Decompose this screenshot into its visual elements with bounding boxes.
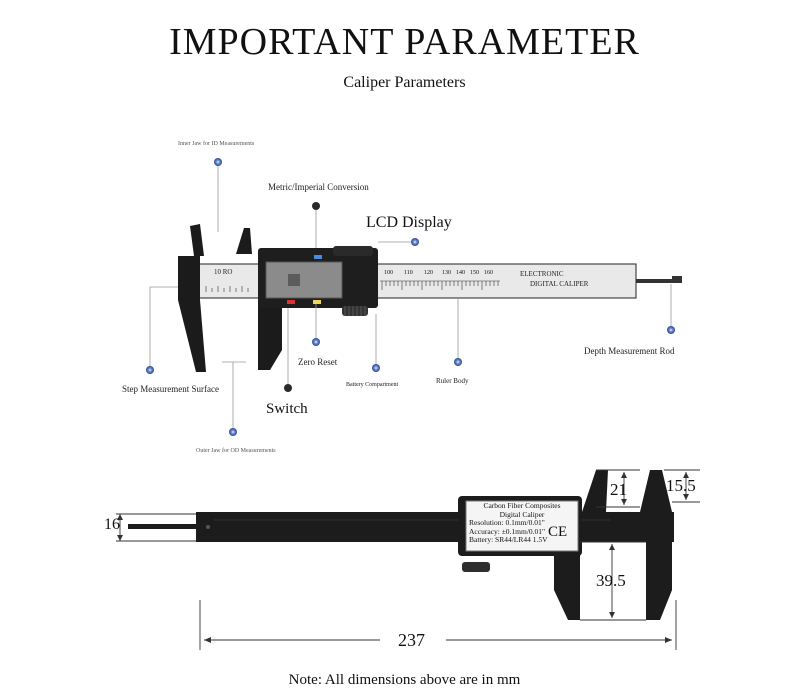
mm-scale-label: 110 (404, 270, 413, 276)
dimension-lines (116, 469, 700, 650)
mm-scale-label: 120 (424, 270, 433, 276)
label-step-surface: Step Measurement Surface (122, 384, 219, 394)
lower-caliper (128, 470, 674, 620)
scale-left-text: 10 RO (214, 268, 233, 276)
label-metric-imperial: Metric/Imperial Conversion (268, 182, 369, 192)
dim-outer-jaw: 39.5 (596, 571, 626, 590)
dim-jaw-width: 15.5 (666, 476, 696, 495)
label-lcd-display: LCD Display (366, 214, 452, 231)
label-zero-reset: Zero Reset (298, 357, 338, 367)
label-depth-rod: Depth Measurement Rod (584, 346, 675, 356)
page-title: IMPORTANT PARAMETER (169, 21, 640, 63)
callout-dots (146, 158, 675, 436)
label-battery: Battery Compartment (346, 382, 399, 388)
brand-line2: DIGITAL CALIPER (530, 280, 589, 288)
upper-caliper (178, 224, 682, 372)
spec-line5: Battery: SR44/LR44 1.5V (469, 535, 548, 544)
dim-rod-height: 16 (104, 516, 120, 533)
mm-scale-label: 140 (456, 270, 465, 276)
dim-inner-jaw: 21 (610, 480, 627, 499)
mm-scale-label: 130 (442, 270, 451, 276)
spec-panel: Carbon Fiber Composites Digital Caliper … (466, 501, 578, 545)
dimension-arrows (117, 472, 689, 643)
label-switch: Switch (266, 401, 308, 417)
leader-lines (149, 162, 672, 432)
label-ruler-body: Ruler Body (436, 377, 469, 385)
spec-line2: Digital Caliper (499, 509, 545, 519)
dim-total-length: 237 (398, 630, 425, 650)
spec-line3: Resolution: 0.1mm/0.01" (469, 518, 545, 527)
page-subtitle: Caliper Parameters (343, 74, 466, 91)
label-inner-jaw: Inner Jaw for ID Measurements (178, 141, 255, 147)
spec-line4: Accuracy: ±0.1mm/0.01" (469, 526, 546, 536)
mm-scale-label: 160 (484, 270, 493, 276)
mm-scale-label: 100 (384, 270, 393, 276)
label-outer-jaw: Outer Jaw for OD Measurements (196, 448, 276, 454)
mm-scale-label: 150 (470, 270, 479, 276)
brand-line1: ELECTRONIC (520, 270, 564, 278)
ce-mark: CE (548, 524, 568, 540)
spec-line1: Carbon Fiber Composites (483, 501, 561, 510)
footnote: Note: All dimensions above are in mm (288, 672, 521, 688)
